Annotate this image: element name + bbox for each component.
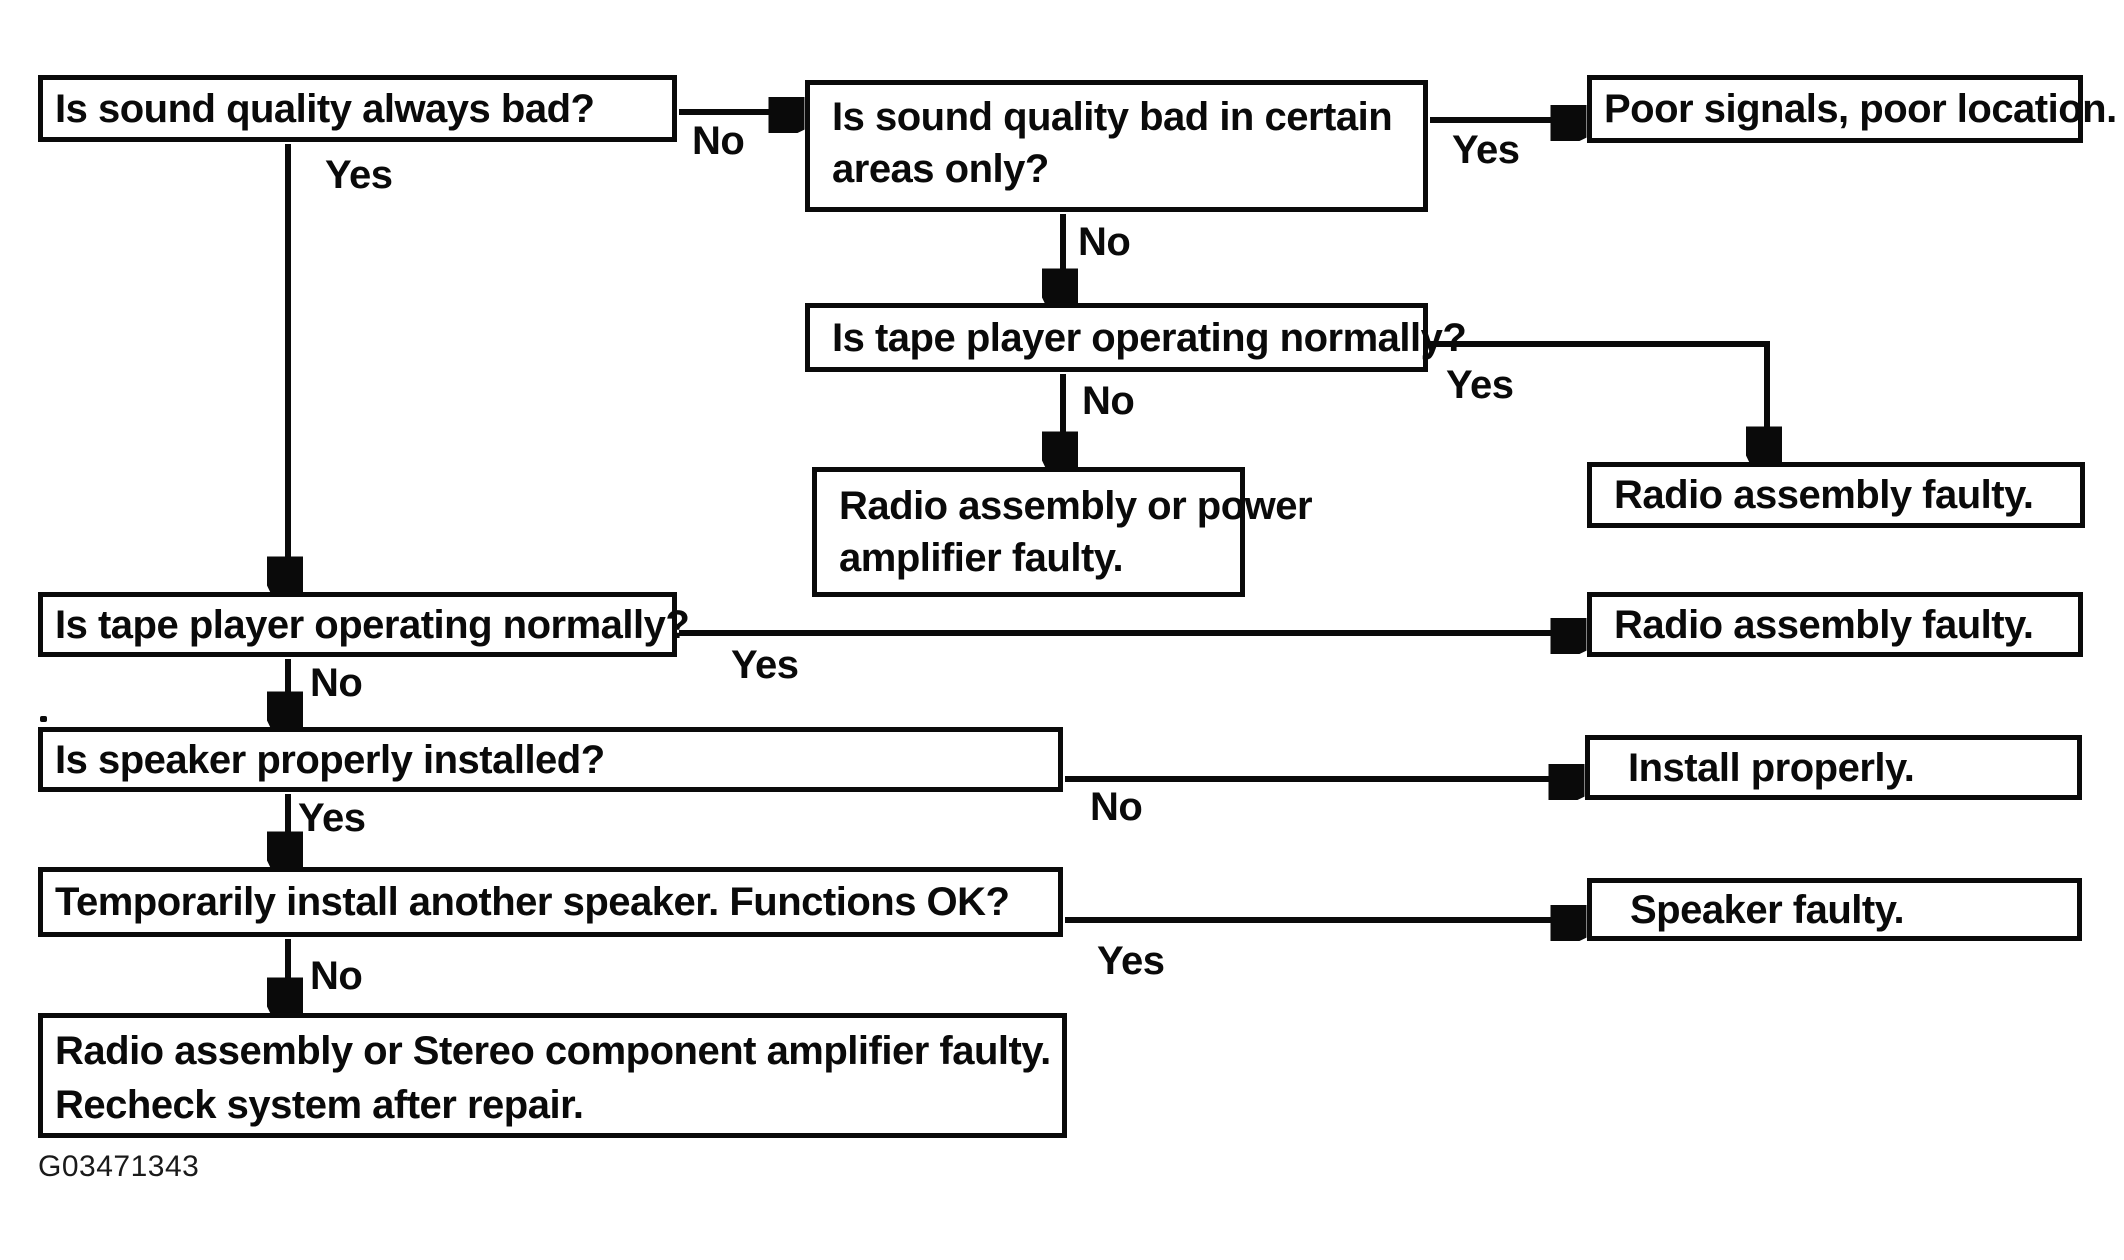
node-text: Is sound quality always bad? [55,86,595,131]
edge-label-yes-poor: Yes [1452,128,1520,172]
node-text: Speaker faulty. [1630,887,1905,932]
node-text: Is sound quality bad in certain [832,95,1393,139]
node-text: Recheck system after repair. [55,1083,584,1127]
node-res-radio-faulty-mid: Radio assembly faulty. [1587,592,2083,657]
node-text: Temporarily install another speaker. Fun… [55,880,1010,924]
node-res-install-properly: Install properly. [1585,735,2082,800]
node-res-radio-stereo-amp: Radio assembly or Stereo component ampli… [38,1013,1067,1138]
node-text: Install properly. [1628,745,1915,790]
node-text: Radio assembly faulty. [1614,602,2034,647]
edge-label-yes-another: Yes [298,796,366,840]
node-res-speaker-faulty: Speaker faulty. [1587,878,2082,941]
edge-label-no-stereo: No [310,954,363,998]
node-q-tape-player-left: Is tape player operating normally? [38,592,690,657]
node-text: Radio assembly or power [839,484,1313,528]
node-text: Is tape player operating normally? [832,315,1467,360]
edge-label-no-tape-mid: No [1078,220,1131,264]
node-text: amplifier faulty. [839,536,1124,580]
node-text: Poor signals, poor location. [1604,87,2117,131]
edge-label-no-install: No [1090,785,1143,829]
scan-speck [40,716,47,722]
node-text: Is tape player operating normally? [55,602,690,647]
edge-label-no-speaker: No [310,661,363,705]
figure-id: G03471343 [38,1150,200,1183]
edge-label-no-certain: No [692,119,745,163]
node-q-speaker-installed: Is speaker properly installed? [38,727,1063,792]
edge-label-yes-tape-left: Yes [325,153,393,197]
node-text: Radio assembly or Stereo component ampli… [55,1029,1051,1073]
node-q-bad-certain-areas: Is sound quality bad in certain areas on… [805,80,1428,212]
node-res-radio-faulty-top: Radio assembly faulty. [1587,462,2085,528]
node-text: areas only? [832,147,1049,191]
node-q-sound-always-bad: Is sound quality always bad? [38,75,677,142]
edge-label-no-radio-power: No [1082,379,1135,423]
edge-label-yes-radio-top: Yes [1446,363,1514,407]
node-text: Radio assembly faulty. [1614,473,2034,517]
node-res-radio-power-amp: Radio assembly or power amplifier faulty… [812,467,1313,597]
node-text: Is speaker properly installed? [55,737,605,782]
node-res-poor-signals: Poor signals, poor location. [1587,75,2117,143]
edge-label-yes-speaker-faulty: Yes [1097,939,1165,983]
edge-label-yes-radio-mid: Yes [731,643,799,687]
node-q-another-speaker: Temporarily install another speaker. Fun… [38,867,1063,937]
node-q-tape-player-mid: Is tape player operating normally? [805,303,1467,372]
